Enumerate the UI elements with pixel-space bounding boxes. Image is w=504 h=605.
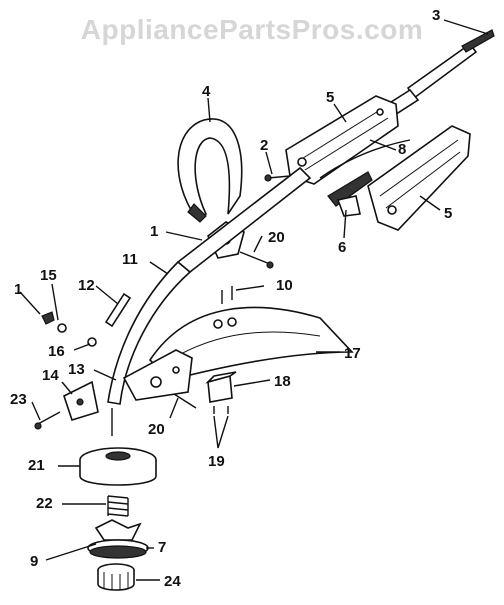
callout-8: 8 bbox=[398, 141, 406, 158]
throttle-cable bbox=[319, 139, 411, 179]
assist-handle bbox=[177, 118, 243, 223]
debris-shield bbox=[148, 306, 354, 381]
callout-24: 24 bbox=[164, 573, 181, 590]
spring bbox=[107, 495, 129, 517]
callout-1-lower: 1 bbox=[14, 281, 22, 298]
leader-lines bbox=[19, 19, 489, 581]
spool-hub bbox=[79, 447, 157, 486]
hardware bbox=[34, 174, 291, 436]
callout-2: 2 bbox=[260, 137, 268, 154]
callout-18: 18 bbox=[274, 373, 291, 390]
spool bbox=[87, 519, 149, 559]
callout-21: 21 bbox=[28, 457, 45, 474]
callout-1-upper: 1 bbox=[150, 223, 158, 240]
lower-shaft bbox=[107, 166, 312, 405]
callout-16: 16 bbox=[48, 343, 65, 360]
callout-19: 19 bbox=[208, 453, 225, 470]
callout-4: 4 bbox=[202, 83, 211, 100]
callout-12: 12 bbox=[78, 277, 95, 294]
callout-15: 15 bbox=[40, 267, 57, 284]
callout-14: 14 bbox=[42, 367, 59, 384]
watermark: AppliancePartsPros.com bbox=[80, 14, 424, 45]
spacer-block bbox=[205, 371, 237, 403]
callout-6: 6 bbox=[338, 239, 346, 256]
callout-9: 9 bbox=[30, 553, 38, 570]
clamp-plate bbox=[63, 380, 99, 421]
callout-17: 17 bbox=[344, 345, 361, 362]
callout-10: 10 bbox=[276, 277, 293, 294]
callout-11: 11 bbox=[122, 251, 138, 268]
callout-23: 23 bbox=[10, 391, 27, 408]
callout-13: 13 bbox=[68, 361, 85, 378]
callout-22: 22 bbox=[36, 495, 53, 512]
callout-5-upper: 5 bbox=[326, 89, 334, 106]
callout-20-lower: 20 bbox=[148, 421, 165, 438]
bump-knob bbox=[97, 563, 135, 591]
callout-3: 3 bbox=[432, 7, 440, 24]
housing-lower bbox=[367, 125, 471, 231]
callout-5-lower: 5 bbox=[444, 205, 452, 222]
callout-7: 7 bbox=[158, 539, 166, 556]
callout-labels: 3 4 5 2 8 6 5 1 20 11 12 10 1 15 16 17 1… bbox=[10, 7, 452, 590]
shaft-bracket bbox=[122, 349, 193, 401]
callout-20-upper: 20 bbox=[268, 229, 285, 246]
trigger bbox=[327, 171, 373, 217]
